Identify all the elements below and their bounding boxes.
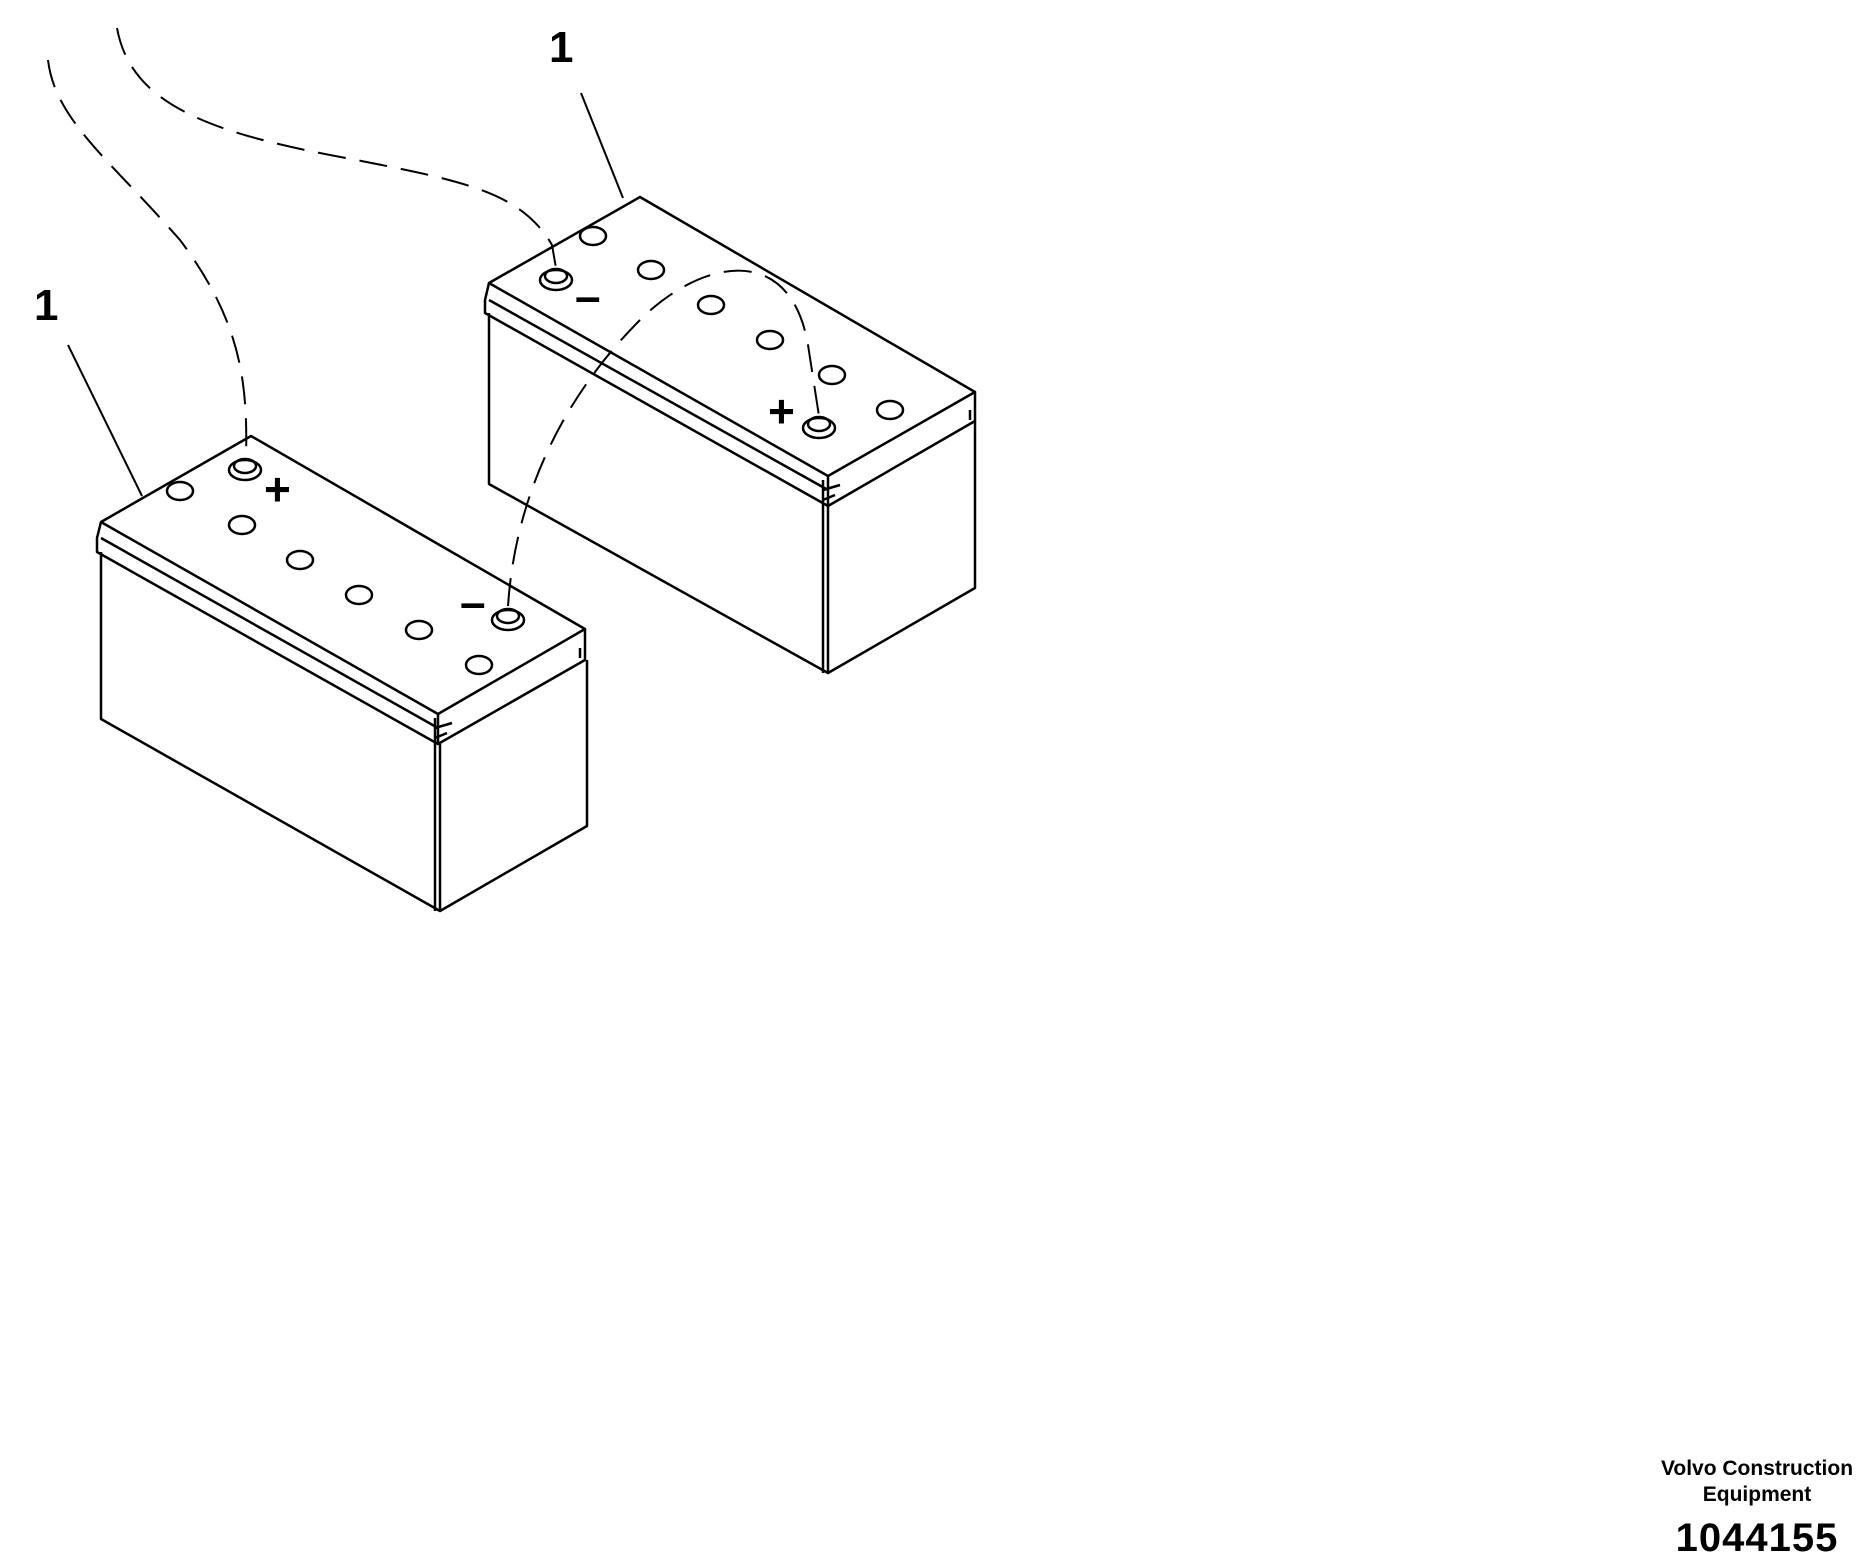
- battery-right-body-side: [827, 421, 977, 675]
- battery-right-cap-2: [636, 259, 666, 281]
- battery-left-cap-3: [285, 549, 315, 571]
- battery-left-cap-6: [464, 654, 494, 676]
- battery-right-lid-top: [487, 195, 977, 478]
- battery-right-cap-4: [755, 329, 785, 351]
- battery-right-lid-rim: [483, 282, 977, 508]
- battery-left-corner-detail: [433, 648, 582, 911]
- battery-right: [483, 195, 977, 675]
- polarity-negative-right: –: [575, 270, 601, 322]
- cable-series-link: [507, 269, 820, 607]
- battery-right-body-front: [487, 313, 830, 675]
- drawing-number: 1044155: [1675, 1516, 1839, 1560]
- battery-right-corner-detail: [821, 410, 972, 673]
- polarity-positive-left: +: [264, 463, 291, 515]
- callout-label-right: 1: [549, 23, 573, 72]
- cables: [47, 27, 820, 607]
- polarity-negative-left: –: [460, 576, 486, 628]
- battery-right-cap-5: [817, 364, 847, 386]
- battery-left-lid-top: [99, 434, 587, 716]
- battery-right-cap-1: [578, 225, 608, 247]
- callout-label-left: 1: [34, 281, 58, 330]
- company-name-line1: Volvo Construction: [1660, 1457, 1854, 1480]
- battery-right-negative-terminal: [538, 267, 574, 292]
- polarity-positive-right: +: [768, 385, 795, 437]
- battery-left-negative-terminal: [490, 607, 526, 632]
- battery-left-body-front: [99, 552, 442, 913]
- battery-left-positive-terminal: [227, 457, 263, 482]
- battery-left-body-side: [439, 660, 589, 913]
- battery-right-cap-6: [875, 399, 905, 421]
- leader-line-right: [580, 92, 624, 199]
- battery-left-cap-2: [227, 514, 257, 536]
- cable-right-negative: [116, 27, 557, 269]
- company-name-line2: Equipment: [1702, 1483, 1812, 1506]
- leader-line-left: [67, 344, 143, 497]
- battery-left-cap-5: [404, 619, 434, 641]
- cable-left-positive: [47, 59, 248, 459]
- battery-right-cap-3: [696, 294, 726, 316]
- battery-left-cap-1: [165, 480, 195, 502]
- battery-right-positive-terminal: [801, 415, 837, 440]
- title-block: Volvo Construction Equipment 1044155: [1647, 1456, 1867, 1562]
- battery-left: [95, 434, 589, 913]
- battery-left-cap-4: [344, 584, 374, 606]
- leader-lines: [67, 92, 624, 497]
- battery-left-lid-rim: [95, 521, 587, 746]
